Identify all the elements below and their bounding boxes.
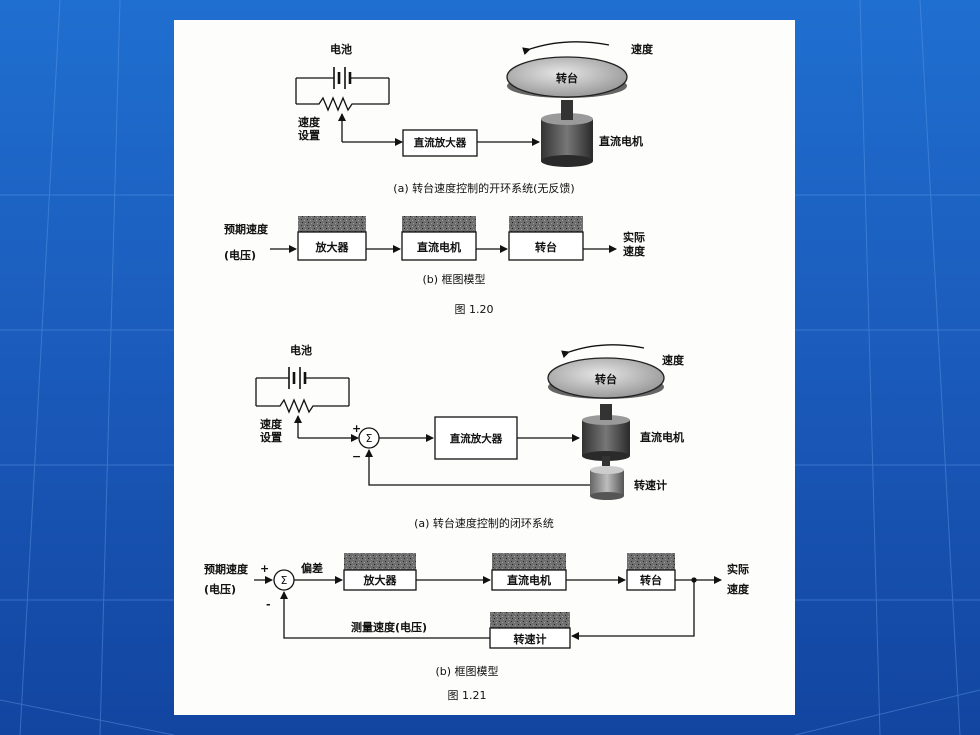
- speed-setting-label-line2: 设置: [298, 128, 320, 142]
- tachometer-label: 转速计: [634, 478, 667, 492]
- turntable-label: 转台: [535, 240, 557, 254]
- turntable-disk-shape: [506, 56, 628, 98]
- figure-panel: 电池 速度 转台 速度 设置 直流放大器 直流电机 (a) 转台速度控制的开环系…: [174, 20, 795, 715]
- block-amplifier: [297, 216, 367, 261]
- measured-speed-label: 测量速度(电压): [351, 620, 427, 634]
- fig120a-caption: (a) 转台速度控制的开环系统(无反馈): [393, 181, 574, 195]
- desired-speed-label: 预期速度: [204, 562, 249, 576]
- plus-sign: +: [260, 562, 269, 575]
- dc-amplifier-box: [402, 129, 478, 157]
- rotation-arrow: [561, 344, 645, 359]
- voltage-label: (电压): [204, 582, 236, 596]
- plus-sign: +: [352, 422, 361, 435]
- turntable-label: 转台: [640, 573, 662, 587]
- speed-label: 速度: [662, 353, 685, 367]
- turntable-label: 转台: [595, 372, 617, 386]
- minus-sign: −: [352, 450, 361, 463]
- fig120b-caption: (b) 框图模型: [422, 272, 485, 286]
- fig120a-open-loop-diagram: [295, 41, 628, 167]
- feedback-path: [280, 591, 490, 639]
- battery-label: 电池: [290, 343, 312, 357]
- dc-motor-shape: [541, 100, 593, 167]
- dc-motor-label: 直流电机: [599, 134, 643, 148]
- block-dc-motor: [401, 216, 477, 261]
- fig120a-labels: 电池 速度 转台 速度 设置 直流放大器 直流电机 (a) 转台速度控制的开环系…: [298, 42, 654, 195]
- tachometer-label: 转速计: [514, 632, 547, 646]
- fig121a-labels: 电池 速度 转台 速度 设置 + − Σ 直流放大器 直流电机 转速计 (a) …: [260, 343, 685, 530]
- error-label: 偏差: [301, 561, 323, 575]
- fig121-label: 图 1.21: [448, 689, 487, 702]
- battery-symbol: [255, 367, 350, 406]
- fig121a-closed-loop-diagram: [255, 344, 665, 500]
- potentiometer-resistor: [256, 398, 349, 414]
- dc-motor-label: 直流电机: [507, 573, 551, 587]
- turntable-disk-shape: [547, 357, 665, 399]
- amplifier-label: 放大器: [363, 573, 398, 587]
- block-dc-motor: [491, 553, 567, 591]
- fig121a-caption: (a) 转台速度控制的闭环系统: [414, 516, 554, 530]
- fig120b-labels: 预期速度 (电压) 放大器 直流电机 转台 实际 速度 (b) 框图模型 图 1…: [224, 222, 646, 316]
- speed-setting-label-line1: 速度: [260, 417, 283, 431]
- minus-sign: -: [266, 598, 271, 611]
- speed-output-label: 速度: [727, 582, 750, 596]
- dc-motor-shape: [582, 404, 630, 466]
- actual-label: 实际: [623, 230, 645, 244]
- feedback-path: [365, 449, 590, 486]
- rotation-arrow: [522, 41, 610, 55]
- turntable-label: 转台: [556, 71, 578, 85]
- sigma-symbol: Σ: [366, 432, 373, 445]
- block-turntable: [626, 553, 676, 591]
- block-amplifier: [343, 553, 417, 591]
- sigma-symbol: Σ: [281, 574, 288, 587]
- voltage-label: (电压): [224, 248, 256, 262]
- battery-symbol: [295, 67, 390, 104]
- battery-label: 电池: [330, 42, 352, 56]
- dc-amplifier-label: 直流放大器: [450, 432, 503, 445]
- dc-motor-label: 直流电机: [640, 430, 684, 444]
- tachometer-shape: [590, 466, 624, 500]
- desired-speed-label: 预期速度: [224, 222, 269, 236]
- block-tachometer: [489, 612, 571, 649]
- potentiometer-resistor: [296, 96, 389, 112]
- fig120b-block-diagram: [270, 216, 617, 261]
- fig120-label: 图 1.20: [455, 303, 494, 316]
- fig121b-labels: 预期速度 (电压) + - Σ 偏差 放大器 直流电机 转台 实际 速度 测量速…: [204, 561, 750, 702]
- speed-label: 速度: [631, 42, 654, 56]
- fig121b-block-diagram: [254, 553, 722, 649]
- fig121b-caption: (b) 框图模型: [435, 664, 498, 678]
- block-turntable: [508, 216, 584, 261]
- actual-label: 实际: [727, 562, 749, 576]
- amplifier-label: 放大器: [315, 240, 350, 254]
- speed-output-label: 速度: [623, 244, 646, 258]
- speed-setting-label-line2: 设置: [260, 430, 282, 444]
- speed-setting-label-line1: 速度: [298, 115, 321, 129]
- dc-motor-label: 直流电机: [417, 240, 461, 254]
- dc-amplifier-label: 直流放大器: [414, 136, 467, 149]
